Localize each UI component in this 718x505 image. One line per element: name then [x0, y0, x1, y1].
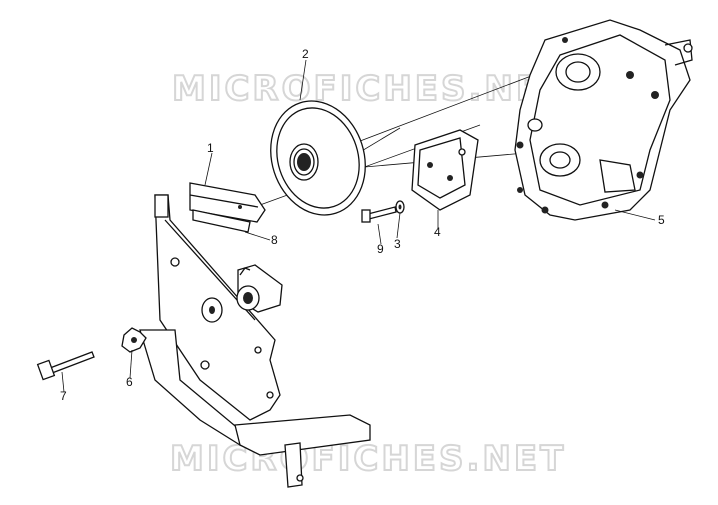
callout-9: 9 [377, 242, 384, 256]
frame-plate-hole [201, 297, 223, 323]
watermark-bottom: MICROFICHES.NET [170, 439, 566, 479]
callout-1: 1 [207, 141, 214, 155]
callout-6: 6 [126, 375, 133, 389]
bracket-plate [189, 182, 266, 223]
callout-8: 8 [271, 233, 278, 247]
spacer-strip [192, 209, 251, 233]
callout-3: 3 [394, 237, 401, 251]
watermark-top: MICROFICHES.NET [172, 69, 568, 109]
callout-7: 7 [60, 389, 67, 403]
callout-4: 4 [434, 225, 441, 239]
driven-sheave-disc [270, 100, 366, 216]
leader-lines [61, 59, 656, 393]
mount-bracket [411, 129, 479, 211]
bolt-and-washer [361, 200, 405, 223]
star-washer [121, 327, 147, 353]
callout-2: 2 [302, 47, 309, 61]
bushing-cylinder [236, 264, 283, 313]
callout-5: 5 [658, 213, 665, 227]
long-bolt [36, 351, 95, 381]
gearcase-housing [514, 19, 693, 221]
